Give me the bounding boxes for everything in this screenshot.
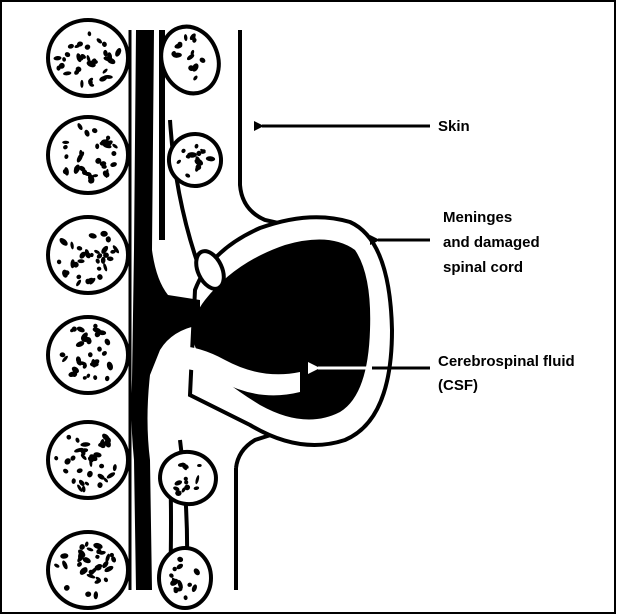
skin-label: Skin	[438, 118, 470, 135]
meninges-label-line2: and damaged	[443, 234, 540, 251]
csf-label-line1: Cerebrospinal fluid	[438, 353, 575, 370]
speckle	[62, 141, 69, 144]
speckle	[80, 80, 83, 88]
skin-surface	[240, 30, 300, 228]
vertebra	[48, 20, 128, 608]
speckle	[175, 490, 181, 496]
speckle	[187, 152, 197, 158]
csf-label-line2: (CSF)	[438, 377, 478, 394]
meninges-label-line1: Meninges	[443, 209, 512, 226]
meninges-label-line3: spinal cord	[443, 259, 523, 276]
